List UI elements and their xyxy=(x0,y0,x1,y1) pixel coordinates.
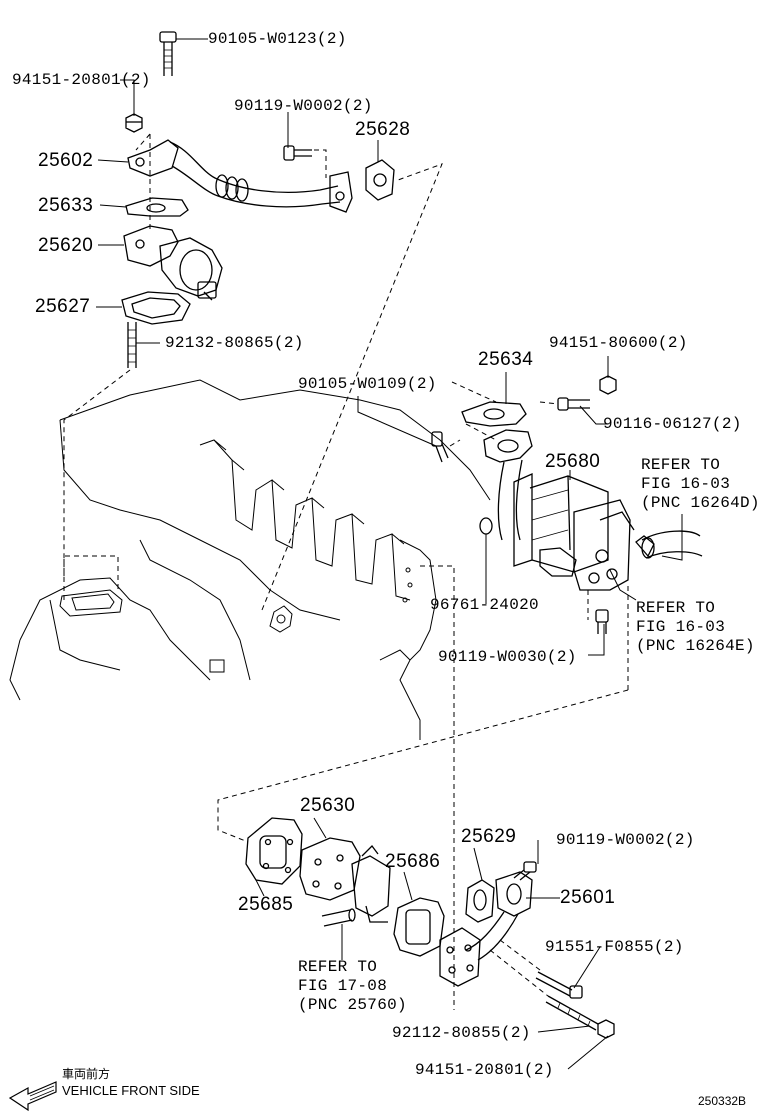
ref-fig-16-03-16264d: REFER TO FIG 16-03 (PNC 16264D) xyxy=(641,456,760,512)
label-90119-w0002-bot: 90119-W0002(2) xyxy=(556,831,695,849)
gasket-25685 xyxy=(246,818,302,884)
stud-92132-80865 xyxy=(128,322,136,368)
label-96761-24020: 96761-24020 xyxy=(430,596,539,614)
ref-fig-16-03-16264e: REFER TO FIG 16-03 (PNC 16264E) xyxy=(636,599,755,655)
stud-92112-80855 xyxy=(546,996,598,1030)
o-ring-96761-24020 xyxy=(480,518,492,534)
label-92112-80855: 92112-80855(2) xyxy=(392,1024,531,1042)
label-94151-80600: 94151-80600(2) xyxy=(549,334,688,352)
bolt-90105-w0123 xyxy=(160,32,176,76)
label-90116-06127: 90116-06127(2) xyxy=(603,415,742,433)
bolt-90119-w0030 xyxy=(596,610,608,634)
pipe-25602 xyxy=(128,140,352,212)
label-25633: 25633 xyxy=(38,195,94,216)
pipe-25601 xyxy=(440,872,532,986)
label-90105-w0109: 90105-W0109(2) xyxy=(298,375,437,393)
bolt-90105-w0109 xyxy=(432,432,448,462)
front-direction-arrow-icon xyxy=(10,1082,56,1110)
direction-label-jp: 車両前方 xyxy=(62,1067,111,1081)
label-25630: 25630 xyxy=(300,795,356,816)
label-25685: 25685 xyxy=(238,894,294,915)
label-25601: 25601 xyxy=(560,887,616,908)
dashed-guides xyxy=(64,134,628,1010)
bolt-90119-w0002-bot xyxy=(514,862,536,880)
label-25629: 25629 xyxy=(461,826,517,847)
direction-label-en: VEHICLE FRONT SIDE xyxy=(62,1083,200,1098)
gasket-25634 xyxy=(462,402,526,426)
bolt-90116-06127 xyxy=(558,398,590,410)
egr-valve-25630 xyxy=(300,838,390,922)
egr-valve-25620 xyxy=(124,226,222,300)
label-25627: 25627 xyxy=(35,296,91,317)
gasket-25627 xyxy=(122,292,190,324)
label-25620: 25620 xyxy=(38,235,94,256)
gasket-25629 xyxy=(466,880,494,922)
gasket-25633 xyxy=(126,198,188,216)
label-25628: 25628 xyxy=(355,119,411,140)
leader-lines xyxy=(96,39,682,1069)
label-90119-w0002-top: 90119-W0002(2) xyxy=(234,97,373,115)
nut-94151-20801-bot xyxy=(598,1020,614,1038)
label-94151-20801-top: 94151-20801(2) xyxy=(12,71,151,89)
bolt-90119-w0002-top xyxy=(284,146,312,160)
egr-cooler-25680 xyxy=(484,430,634,590)
gasket-25628 xyxy=(366,160,394,200)
gasket-25686 xyxy=(394,898,444,956)
ref-fig-17-08-25760: REFER TO FIG 17-08 (PNC 25760) xyxy=(298,958,407,1014)
label-90105-w0123: 90105-W0123(2) xyxy=(208,30,347,48)
pipe-25760-ref xyxy=(322,909,355,926)
label-90119-w0030: 90119-W0030(2) xyxy=(438,648,577,666)
label-25686: 25686 xyxy=(385,851,441,872)
figure-id: 250332B xyxy=(698,1094,747,1108)
nut-94151-80600 xyxy=(600,376,616,394)
label-92132-80865: 92132-80865(2) xyxy=(165,334,304,352)
label-25634: 25634 xyxy=(478,349,534,370)
engine-block xyxy=(10,380,490,740)
label-94151-20801-bot: 94151-20801(2) xyxy=(415,1061,554,1079)
label-25680: 25680 xyxy=(545,451,601,472)
flange-on-engine xyxy=(60,590,122,616)
bolt-91551-f0855 xyxy=(536,972,582,998)
label-25602: 25602 xyxy=(38,150,94,171)
label-91551-f0855: 91551-F0855(2) xyxy=(545,938,684,956)
nut-94151-20801-top xyxy=(126,114,142,132)
hose-16264d xyxy=(636,531,702,558)
